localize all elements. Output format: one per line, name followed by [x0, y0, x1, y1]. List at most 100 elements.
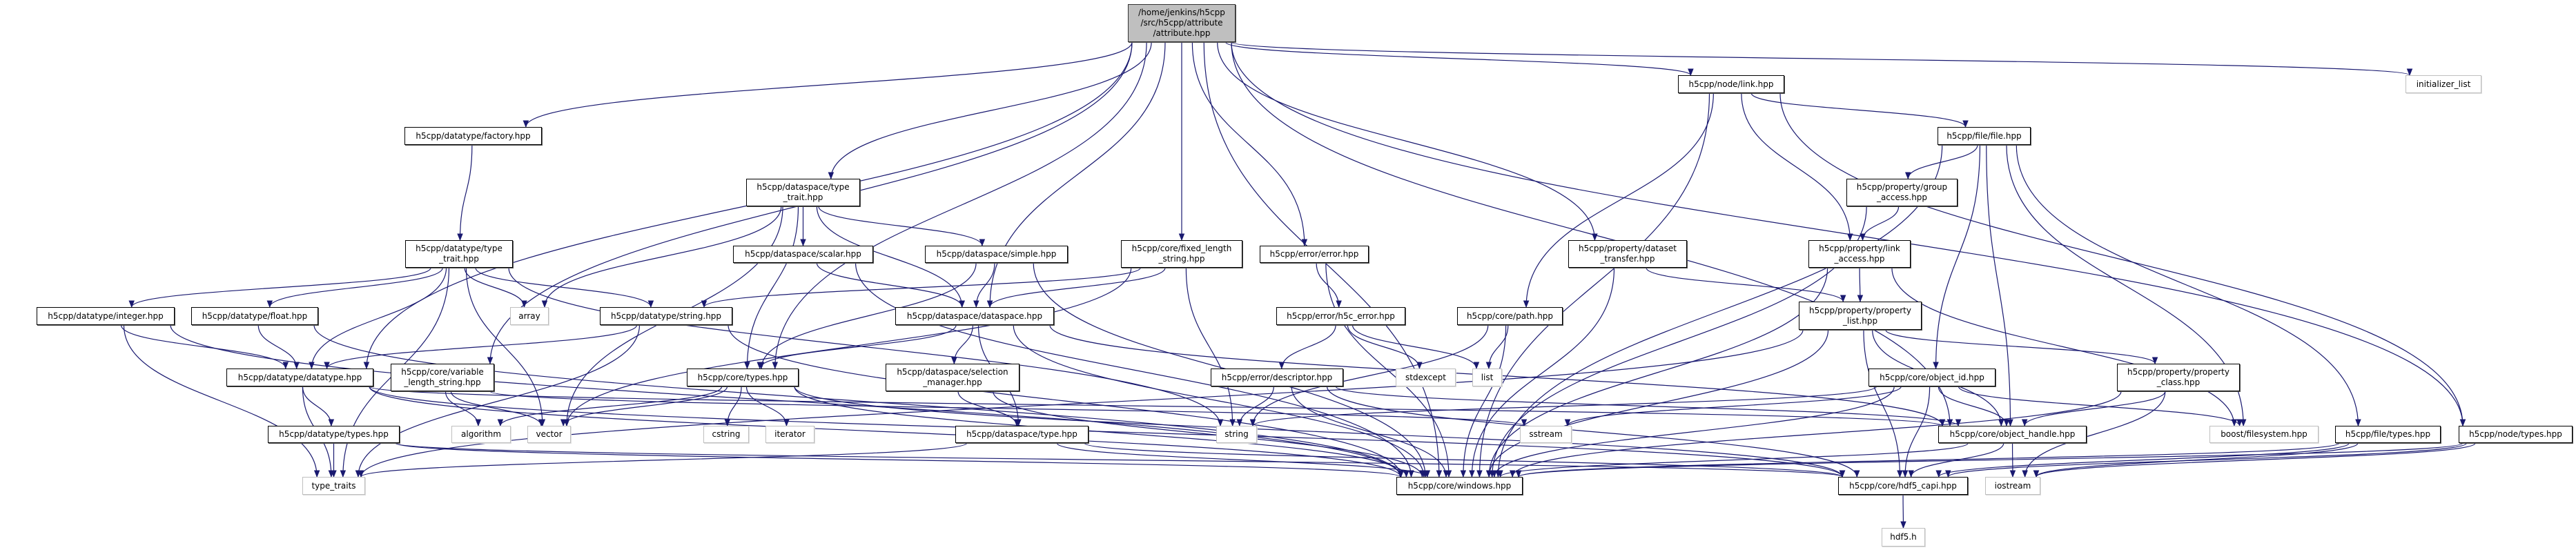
node-initializer-list: initializer_list [2406, 75, 2481, 93]
edge-root-to-ds_type_trait [828, 41, 1152, 180]
node-label: _access.hpp [1834, 254, 1885, 264]
edge-core_types-to-vector [560, 386, 728, 427]
node-label: h5cpp/datatype/types.hpp [279, 429, 389, 439]
node-label: algorithm [461, 429, 501, 439]
node-label: h5cpp/dataspace/simple.hpp [936, 249, 1057, 259]
edge-property_list-to-type_traits [358, 329, 1804, 478]
node-label: h5cpp/dataspace/type [757, 182, 850, 192]
edge-link-to-link_access [1741, 92, 1853, 242]
edge-property_list-to-hdf5_capi [1863, 329, 1903, 478]
node-label: h5cpp/core/path.hpp [1466, 311, 1554, 321]
edge-dt_type_trait-to-datatype [309, 267, 447, 370]
node-object-id[interactable]: h5cpp/core/object_id.hpp [1868, 369, 1996, 386]
edge-var_len-to-vector [450, 391, 545, 427]
node-cstring: cstring [703, 426, 749, 443]
node-windows[interactable]: h5cpp/core/windows.hpp [1396, 477, 1523, 495]
edge-link-to-node_types [1779, 92, 2466, 427]
edge-datatype-to-dt_types [302, 386, 335, 427]
edge-dt_types-to-hdf5_capi [395, 442, 1845, 478]
node-node-types[interactable]: h5cpp/node/types.hpp [2459, 426, 2573, 443]
node-scalar[interactable]: h5cpp/dataspace/scalar.hpp [733, 246, 873, 263]
node-property-class[interactable]: h5cpp/property/property_class.hpp [2117, 364, 2240, 391]
edge-scalar-to-dataspace [816, 262, 965, 308]
edge-float-to-datatype [257, 324, 300, 370]
edge-simple-to-dataspace [973, 262, 995, 308]
node-float[interactable]: h5cpp/datatype/float.hpp [191, 307, 318, 325]
edge-file-to-file_types [2016, 144, 2361, 427]
node-link-access[interactable]: h5cpp/property/link_access.hpp [1808, 240, 1911, 268]
node-label: h5cpp/core/fixed_length [1131, 244, 1232, 253]
edge-ds_type-to-windows [1056, 442, 1430, 478]
edge-dt_type_trait-to-array [464, 267, 527, 308]
node-group-access[interactable]: h5cpp/property/group_access.hpp [1846, 179, 1958, 206]
edge-property_class-to-iostream [2022, 391, 2166, 478]
node-dt-type-trait[interactable]: h5cpp/datatype/type_trait.hpp [405, 240, 513, 268]
edge-dt_type_trait-to-float [266, 267, 443, 308]
edge-dataspace-to-core_types [757, 324, 957, 370]
node-label: h5cpp/datatype/float.hpp [202, 311, 308, 321]
node-label: h5cpp/core/object_handle.hpp [1949, 429, 2076, 439]
node-boost-fs: boost/filesystem.hpp [2209, 426, 2319, 443]
node-label: h5cpp/property/link [1819, 244, 1900, 253]
node-property-list[interactable]: h5cpp/property/property_list.hpp [1799, 302, 1922, 330]
edge-root-to-link [1225, 41, 1694, 77]
node-file[interactable]: h5cpp/file/file.hpp [1938, 127, 2031, 145]
edge-link-to-path [1523, 92, 1714, 308]
node-dataspace[interactable]: h5cpp/dataspace/dataspace.hpp [895, 307, 1054, 325]
node-core-types[interactable]: h5cpp/core/types.hpp [687, 369, 799, 386]
node-error[interactable]: h5cpp/error/error.hpp [1260, 246, 1369, 263]
node-var-len[interactable]: h5cpp/core/variable_length_string.hpp [391, 364, 494, 391]
edge-node_types-to-windows [1516, 442, 2463, 478]
node-dataset-transfer[interactable]: h5cpp/property/dataset_transfer.hpp [1568, 240, 1687, 268]
edge-object_id-to-sstream [1564, 386, 1902, 427]
node-label: /attribute.hpp [1153, 28, 1211, 38]
node-selection[interactable]: h5cpp/dataspace/selection_manager.hpp [886, 364, 1019, 391]
edge-fixed_len-to-string [1185, 267, 1236, 427]
node-descriptor[interactable]: h5cpp/error/descriptor.hpp [1211, 369, 1343, 386]
node-label: _trait.hpp [783, 193, 823, 202]
edge-node_types-to-iostream [2033, 442, 2476, 478]
node-vector: vector [527, 426, 571, 443]
edge-property_list-to-property_class [1885, 329, 2158, 365]
node-label: initializer_list [2416, 79, 2471, 89]
edge-object_id-to-hdf5_capi [1902, 386, 1931, 478]
node-hdf5-capi[interactable]: h5cpp/core/hdf5_capi.hpp [1838, 477, 1968, 495]
node-fixed-len[interactable]: h5cpp/core/fixed_length_string.hpp [1121, 240, 1242, 268]
edge-dt_type_trait-to-vector [465, 267, 546, 427]
node-label: h5cpp/node/link.hpp [1688, 79, 1774, 89]
node-label: iostream [1994, 480, 2031, 491]
node-dt-string[interactable]: h5cpp/datatype/string.hpp [600, 307, 732, 325]
node-label: h5cpp/dataspace/dataspace.hpp [906, 311, 1043, 321]
node-dt-types[interactable]: h5cpp/datatype/types.hpp [268, 426, 400, 443]
node-label: h5cpp/property/dataset [1579, 244, 1677, 253]
node-h5c-error[interactable]: h5cpp/error/h5c_error.hpp [1276, 307, 1405, 325]
node-label: h5cpp/core/object_id.hpp [1880, 372, 1984, 382]
node-root[interactable]: /home/jenkins/h5cpp/src/h5cpp/attribute/… [1128, 4, 1236, 42]
edge-core_types-to-windows [794, 386, 1409, 478]
node-file-types[interactable]: h5cpp/file/types.hpp [2335, 426, 2441, 443]
node-datatype[interactable]: h5cpp/datatype/datatype.hpp [226, 369, 373, 386]
node-label: _transfer.hpp [1600, 254, 1655, 264]
edge-group_access-to-link_access [1860, 206, 1900, 242]
node-label: h5cpp/datatype/factory.hpp [416, 130, 531, 141]
edge-file-to-object_handle [1986, 144, 2013, 427]
node-label: h5cpp/core/variable [401, 367, 484, 377]
node-ds-type-trait[interactable]: h5cpp/dataspace/type_trait.hpp [746, 179, 860, 206]
node-label: iterator [774, 429, 806, 439]
edge-node_types-to-hdf5_capi [1945, 442, 2468, 478]
node-factory[interactable]: h5cpp/datatype/factory.hpp [404, 127, 542, 145]
node-link[interactable]: h5cpp/node/link.hpp [1678, 75, 1784, 93]
edge-core_types-to-iterator [745, 386, 790, 427]
node-label: h5cpp/datatype/integer.hpp [48, 311, 164, 321]
edge-object_handle-to-windows [1497, 442, 1969, 478]
node-ds-type[interactable]: h5cpp/dataspace/type.hpp [955, 426, 1089, 443]
node-path[interactable]: h5cpp/core/path.hpp [1457, 307, 1563, 325]
edge-root-to-dataset_transfer [1217, 41, 1598, 242]
edge-selection-to-ds_type [957, 391, 1020, 427]
node-object-handle[interactable]: h5cpp/core/object_handle.hpp [1938, 426, 2087, 443]
node-label: _length_string.hpp [404, 377, 481, 387]
node-simple[interactable]: h5cpp/dataspace/simple.hpp [925, 246, 1068, 263]
edge-h5c_error-to-descriptor [1278, 324, 1336, 370]
node-label: _trait.hpp [439, 254, 479, 264]
node-integer[interactable]: h5cpp/datatype/integer.hpp [37, 307, 175, 325]
